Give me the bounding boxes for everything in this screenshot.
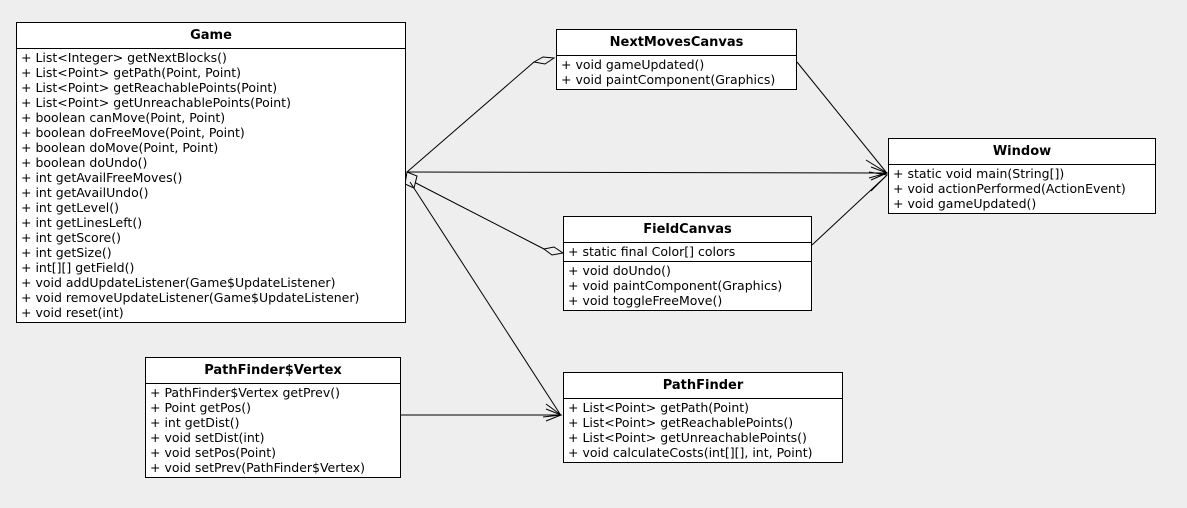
methods-compartment-window: + static void main(String[]) + void acti…	[889, 165, 1155, 213]
class-member: + int getSize()	[21, 245, 112, 260]
class-member: + boolean doMove(Point, Point)	[21, 140, 219, 155]
class-member: + PathFinder$Vertex getPrev()	[150, 385, 341, 400]
game-aggregation-diamond	[404, 171, 418, 189]
class-member: + void paintComponent(Graphics)	[561, 72, 776, 87]
uml-class-window[interactable]: Window + static void main(String[]) + vo…	[888, 138, 1156, 214]
class-member: + void setPrev(PathFinder$Vertex)	[150, 460, 366, 475]
class-name-fieldcanvas: FieldCanvas	[564, 217, 811, 243]
edge-next-moves-canvas-to-window	[796, 61, 889, 179]
class-member: + int getLevel()	[21, 200, 119, 215]
class-member: + void actionPerformed(ActionEvent)	[893, 181, 1126, 196]
class-member: + List<Point> getUnreachablePoints()	[568, 430, 807, 445]
class-name-game: Game	[17, 23, 405, 49]
uml-class-pathfinder[interactable]: PathFinder + List<Point> getPath(Point) …	[563, 372, 843, 463]
edge-game-to-field-canvas	[409, 179, 565, 256]
class-member: + List<Point> getReachablePoints(Point)	[21, 80, 278, 95]
class-member: + void setDist(int)	[150, 430, 265, 445]
class-member: + static void main(String[])	[893, 166, 1065, 181]
methods-compartment-pathfinder-vertex: + PathFinder$Vertex getPrev() + Point ge…	[146, 384, 400, 477]
edge-path-finder-vertex-to-path-finder	[401, 408, 563, 422]
class-member: + int getAvailFreeMoves()	[21, 170, 183, 185]
methods-compartment-game: + List<Integer> getNextBlocks() + List<P…	[17, 49, 405, 322]
edge-game-to-window	[406, 166, 889, 181]
uml-class-game[interactable]: Game + List<Integer> getNextBlocks() + L…	[16, 22, 406, 323]
open-arrow-marker	[545, 408, 563, 422]
hollow-diamond-marker	[542, 246, 565, 256]
class-member: + boolean doUndo()	[21, 155, 148, 170]
methods-compartment-nextmovescanvas: + void gameUpdated() + void paintCompone…	[557, 56, 796, 89]
attributes-compartment-fieldcanvas: + static final Color[] colors	[564, 243, 811, 261]
open-arrow-marker	[865, 159, 889, 179]
hollow-diamond-marker	[532, 56, 556, 65]
class-member: + void doUndo()	[568, 263, 671, 278]
class-member: + void addUpdateListener(Game$UpdateList…	[21, 275, 336, 290]
open-arrow-marker	[542, 403, 563, 418]
class-member: + boolean doFreeMove(Point, Point)	[21, 125, 245, 140]
class-member: + void calculateCosts(int[][], int, Poin…	[568, 445, 813, 460]
uml-class-pathfinder-vertex[interactable]: PathFinder$Vertex + PathFinder$Vertex ge…	[145, 357, 401, 478]
edge-field-canvas-to-window	[811, 171, 889, 246]
class-member: + int getLinesLeft()	[21, 215, 143, 230]
class-name-window: Window	[889, 139, 1155, 165]
edge-game-to-path-finder	[409, 181, 563, 418]
class-name-nextmovescanvas: NextMovesCanvas	[557, 30, 796, 56]
class-member: + void removeUpdateListener(Game$UpdateL…	[21, 290, 360, 305]
class-name-pathfinder-vertex: PathFinder$Vertex	[146, 358, 400, 384]
class-member: + int getScore()	[21, 230, 122, 245]
class-member: + void gameUpdated()	[561, 57, 705, 72]
methods-compartment-pathfinder: + List<Point> getPath(Point) + List<Poin…	[564, 399, 842, 462]
class-member: + List<Integer> getNextBlocks()	[21, 50, 227, 65]
uml-class-fieldcanvas[interactable]: FieldCanvas + static final Color[] color…	[563, 216, 812, 311]
class-member: + void setPos(Point)	[150, 445, 277, 460]
edge-game-to-next-moves-canvas	[406, 56, 556, 173]
class-member: + boolean canMove(Point, Point)	[21, 110, 226, 125]
uml-class-nextmovescanvas[interactable]: NextMovesCanvas + void gameUpdated() + v…	[556, 29, 797, 90]
class-member: + void paintComponent(Graphics)	[568, 278, 783, 293]
class-member: + void toggleFreeMove()	[568, 293, 723, 308]
open-arrow-marker	[870, 166, 889, 181]
class-name-pathfinder: PathFinder	[564, 373, 842, 399]
class-member: + List<Point> getPath(Point)	[568, 400, 750, 415]
class-member: + int[][] getField()	[21, 260, 135, 275]
class-member: + List<Point> getPath(Point, Point)	[21, 65, 242, 80]
open-arrow-marker	[868, 171, 889, 192]
class-member: + void reset(int)	[21, 305, 124, 320]
class-member: + int getDist()	[150, 415, 240, 430]
hollow-diamond-marker	[404, 171, 418, 189]
class-member: + static final Color[] colors	[568, 244, 736, 259]
class-member: + int getAvailUndo()	[21, 185, 149, 200]
class-member: + List<Point> getReachablePoints()	[568, 415, 794, 430]
class-member: + List<Point> getUnreachablePoints(Point…	[21, 95, 291, 110]
methods-compartment-fieldcanvas: + void doUndo() + void paintComponent(Gr…	[564, 261, 811, 310]
class-member: + void gameUpdated()	[893, 196, 1037, 211]
class-member: + Point getPos()	[150, 400, 251, 415]
